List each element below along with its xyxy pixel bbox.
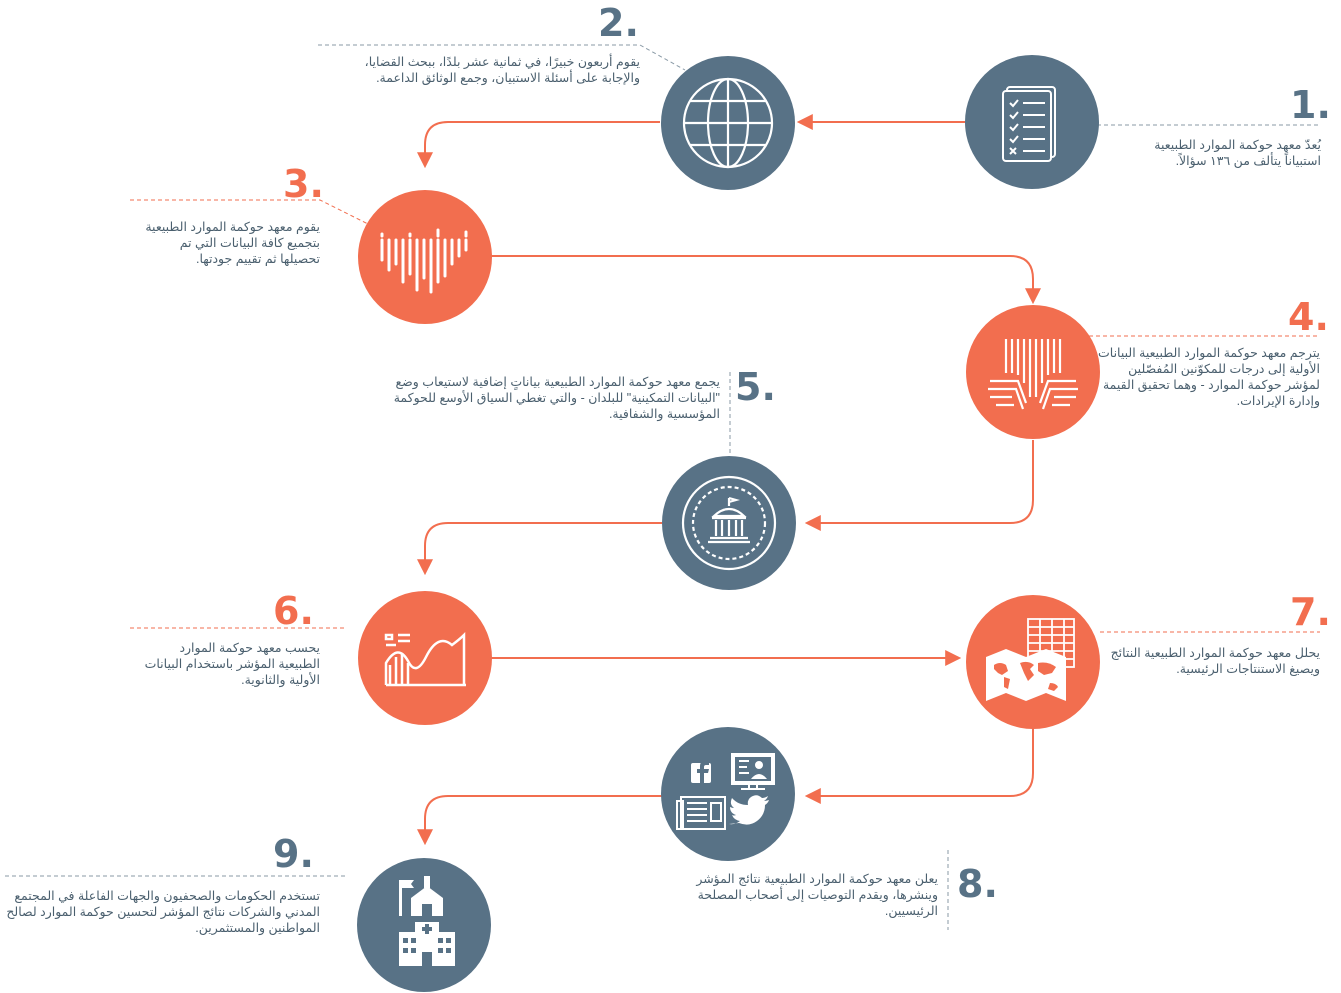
step-5-circle (662, 456, 796, 590)
arrow-2-to-3 (417, 121, 660, 169)
globe-icon (682, 77, 774, 169)
step-8-description: يعلن معهد حوكمة الموارد الطبيعية نتائج ا… (696, 872, 938, 918)
step-6-description: يحسب معهد حوكمة الموارد الطبيعية المؤشر … (144, 641, 320, 687)
step-6-circle (358, 591, 492, 725)
step-2-circle (661, 56, 795, 190)
step-1-description: يُعدّ معهد حوكمة الموارد الطبيعية استبيا… (1154, 138, 1321, 168)
chart-icon (384, 631, 466, 687)
church-hospital-icon (399, 876, 455, 966)
data-bars-icon (380, 228, 468, 294)
step-8-circle (661, 727, 795, 861)
data-funnel-icon (988, 339, 1078, 410)
arrow-8-to-9 (417, 795, 662, 846)
government-building-icon (681, 475, 777, 571)
arrow-7-to-8 (804, 728, 1034, 804)
step-3-number: 3. (283, 162, 324, 206)
step-4-circle (966, 305, 1100, 439)
step-5-number: 5. (735, 365, 776, 409)
step-9-circle (357, 858, 491, 992)
step-6-number: 6. (273, 589, 314, 633)
video-screen-icon (731, 753, 775, 790)
step-9-description: تستخدم الحكومات والصحفيون والجهات الفاعل… (6, 889, 320, 935)
world-map-table-icon (986, 618, 1075, 701)
step-1-number: 1. (1290, 83, 1331, 127)
twitter-icon (729, 795, 769, 825)
arrow-3-to-4 (490, 255, 1041, 305)
step-7-number: 7. (1290, 590, 1331, 634)
step-3-description: يقوم معهد حوكمة الموارد الطبيعية بتجميع … (145, 220, 320, 266)
step-5-description: يجمع معهد حوكمة الموارد الطبيعية بياناتٍ… (393, 375, 720, 421)
arrow-4-to-5 (804, 440, 1034, 531)
checklist-icon (1002, 86, 1056, 162)
step-9-number: 9. (273, 832, 314, 876)
leader-2 (318, 44, 686, 71)
step-1-circle (965, 55, 1099, 189)
step-2-number: 2. (598, 1, 639, 45)
arrow-5-to-6 (417, 522, 662, 576)
newspaper-icon (676, 796, 726, 830)
step-4-number: 4. (1288, 295, 1329, 339)
step-3-circle (358, 190, 492, 324)
leader-3 (130, 199, 373, 227)
step-4-description: يترجم معهد حوكمة الموارد الطبيعية البيان… (1098, 346, 1320, 408)
step-2-description: يقوم أربعون خبيرًا، في ثمانية عشر بلدًا،… (364, 55, 640, 85)
step-8-number: 8. (957, 862, 998, 906)
step-7-description: يحلل معهد حوكمة الموارد الطبيعية النتائج… (1110, 646, 1320, 676)
facebook-icon (691, 761, 711, 783)
media-icons (676, 753, 775, 830)
step-7-circle (966, 595, 1100, 729)
